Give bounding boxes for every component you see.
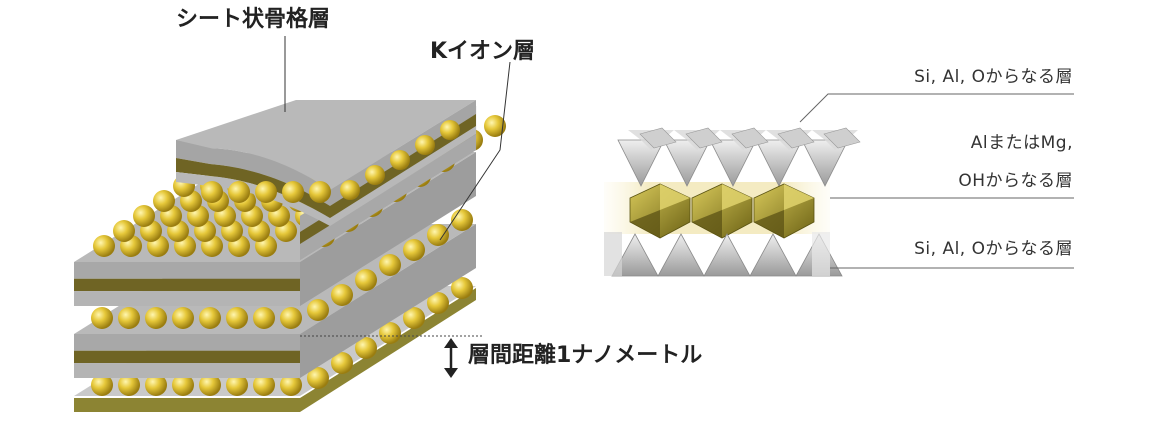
tetrahedron-cap	[685, 127, 723, 149]
k-ion-ball	[379, 254, 401, 276]
sheet-front-grey	[74, 262, 300, 279]
k-ion-ball	[113, 220, 135, 242]
k-ion-ball	[331, 284, 353, 306]
k-ion-ball	[451, 209, 473, 231]
k-ion-ball	[228, 181, 250, 203]
k-ion-ball	[118, 307, 140, 329]
crystal-structure	[604, 127, 861, 277]
octahedron-face	[784, 184, 814, 210]
tetrahedron-cap	[823, 127, 861, 149]
k-ion-ball	[145, 374, 167, 396]
k-ion-ball	[253, 374, 275, 396]
k-ion-ball	[91, 307, 113, 329]
sheet-front-grey-low	[74, 363, 300, 378]
k-ion-ball	[172, 307, 194, 329]
k-ion-ball	[415, 135, 435, 155]
k-ion-ball	[133, 205, 155, 227]
k-ion-ball	[282, 181, 304, 203]
curl-top-face	[176, 100, 476, 190]
tetrahedron-bottom	[611, 233, 659, 277]
k-ion-ball	[145, 307, 167, 329]
k-ion-ball	[118, 374, 140, 396]
tetrahedron-bottom	[703, 233, 751, 277]
sheet-side	[300, 224, 476, 378]
k-ion-ball	[484, 115, 506, 137]
k-ion-ball	[91, 374, 113, 396]
leader-line-top-layer	[799, 93, 1074, 123]
layered-sheet-stack	[74, 100, 506, 412]
k-ion-ball	[340, 180, 360, 200]
k-ion-ball	[280, 374, 302, 396]
tetrahedron-cap	[639, 127, 677, 149]
k-ion-ball	[427, 292, 449, 314]
middle-layer-label-line1: AlまたはMg,	[971, 133, 1073, 153]
k-ion-ball	[280, 307, 302, 329]
k-ion-ball	[226, 307, 248, 329]
k-ion-ball	[355, 337, 377, 359]
sheet-front-grey-low	[74, 291, 300, 306]
k-ion-ball	[226, 374, 248, 396]
k-ion-ball	[440, 120, 460, 140]
k-ion-ball	[93, 235, 115, 257]
k-ion-ball	[255, 181, 277, 203]
k-ion-ball	[307, 299, 329, 321]
octahedron-face	[660, 184, 690, 210]
k-ion-ball	[153, 190, 175, 212]
middle-layer-label-line2: OHからなる層	[958, 171, 1073, 191]
k-ion-ball	[172, 374, 194, 396]
k-ion-ball	[309, 181, 331, 203]
k-ion-ball	[365, 165, 385, 185]
k-ion-ball	[199, 374, 221, 396]
k-ion-layer-label: Kイオン層	[430, 39, 535, 64]
double-arrow-icon	[444, 338, 458, 378]
sheet-front-olive	[74, 350, 300, 364]
sheet-front-grey	[74, 334, 300, 351]
k-ion-ball	[253, 307, 275, 329]
octahedron-shadow	[692, 210, 722, 238]
tetrahedron-cap	[731, 127, 769, 149]
k-ion-ball	[307, 367, 329, 389]
k-ion-ball	[451, 277, 473, 299]
interlayer-distance-label: 層間距離1ナノメートル	[468, 342, 702, 368]
sheet-front-olive	[74, 278, 300, 292]
k-ion-ball	[427, 224, 449, 246]
tetrahedron-bottom	[657, 233, 705, 277]
base-sheet	[74, 288, 476, 412]
k-ion-ball	[201, 181, 223, 203]
tetra-fade-left	[604, 232, 622, 276]
k-ion-ball	[403, 239, 425, 261]
k-ion-ball	[331, 352, 353, 374]
k-ion-ball	[355, 269, 377, 291]
top-layer-label: Si, Al, Oからなる層	[914, 67, 1073, 87]
bottom-layer-label: Si, Al, Oからなる層	[914, 239, 1073, 259]
leader-line-k-ion	[439, 61, 511, 241]
k-ion-ball	[379, 322, 401, 344]
octahedron-face	[722, 184, 752, 210]
k-ion-ball	[390, 150, 410, 170]
sheet-skeleton-label: シート状骨格層	[176, 6, 330, 32]
curled-top-sheet	[176, 100, 476, 226]
octahedron-shadow	[630, 210, 660, 238]
curl-edge-grey	[176, 100, 476, 206]
k-ion-ball	[403, 307, 425, 329]
tetra-fade-right	[812, 232, 830, 276]
k-ion-ball	[199, 307, 221, 329]
tetrahedron-cap	[777, 127, 815, 149]
octahedron-shadow	[754, 210, 784, 238]
tetrahedron-bottom	[749, 233, 797, 277]
sheet-side	[300, 152, 476, 306]
